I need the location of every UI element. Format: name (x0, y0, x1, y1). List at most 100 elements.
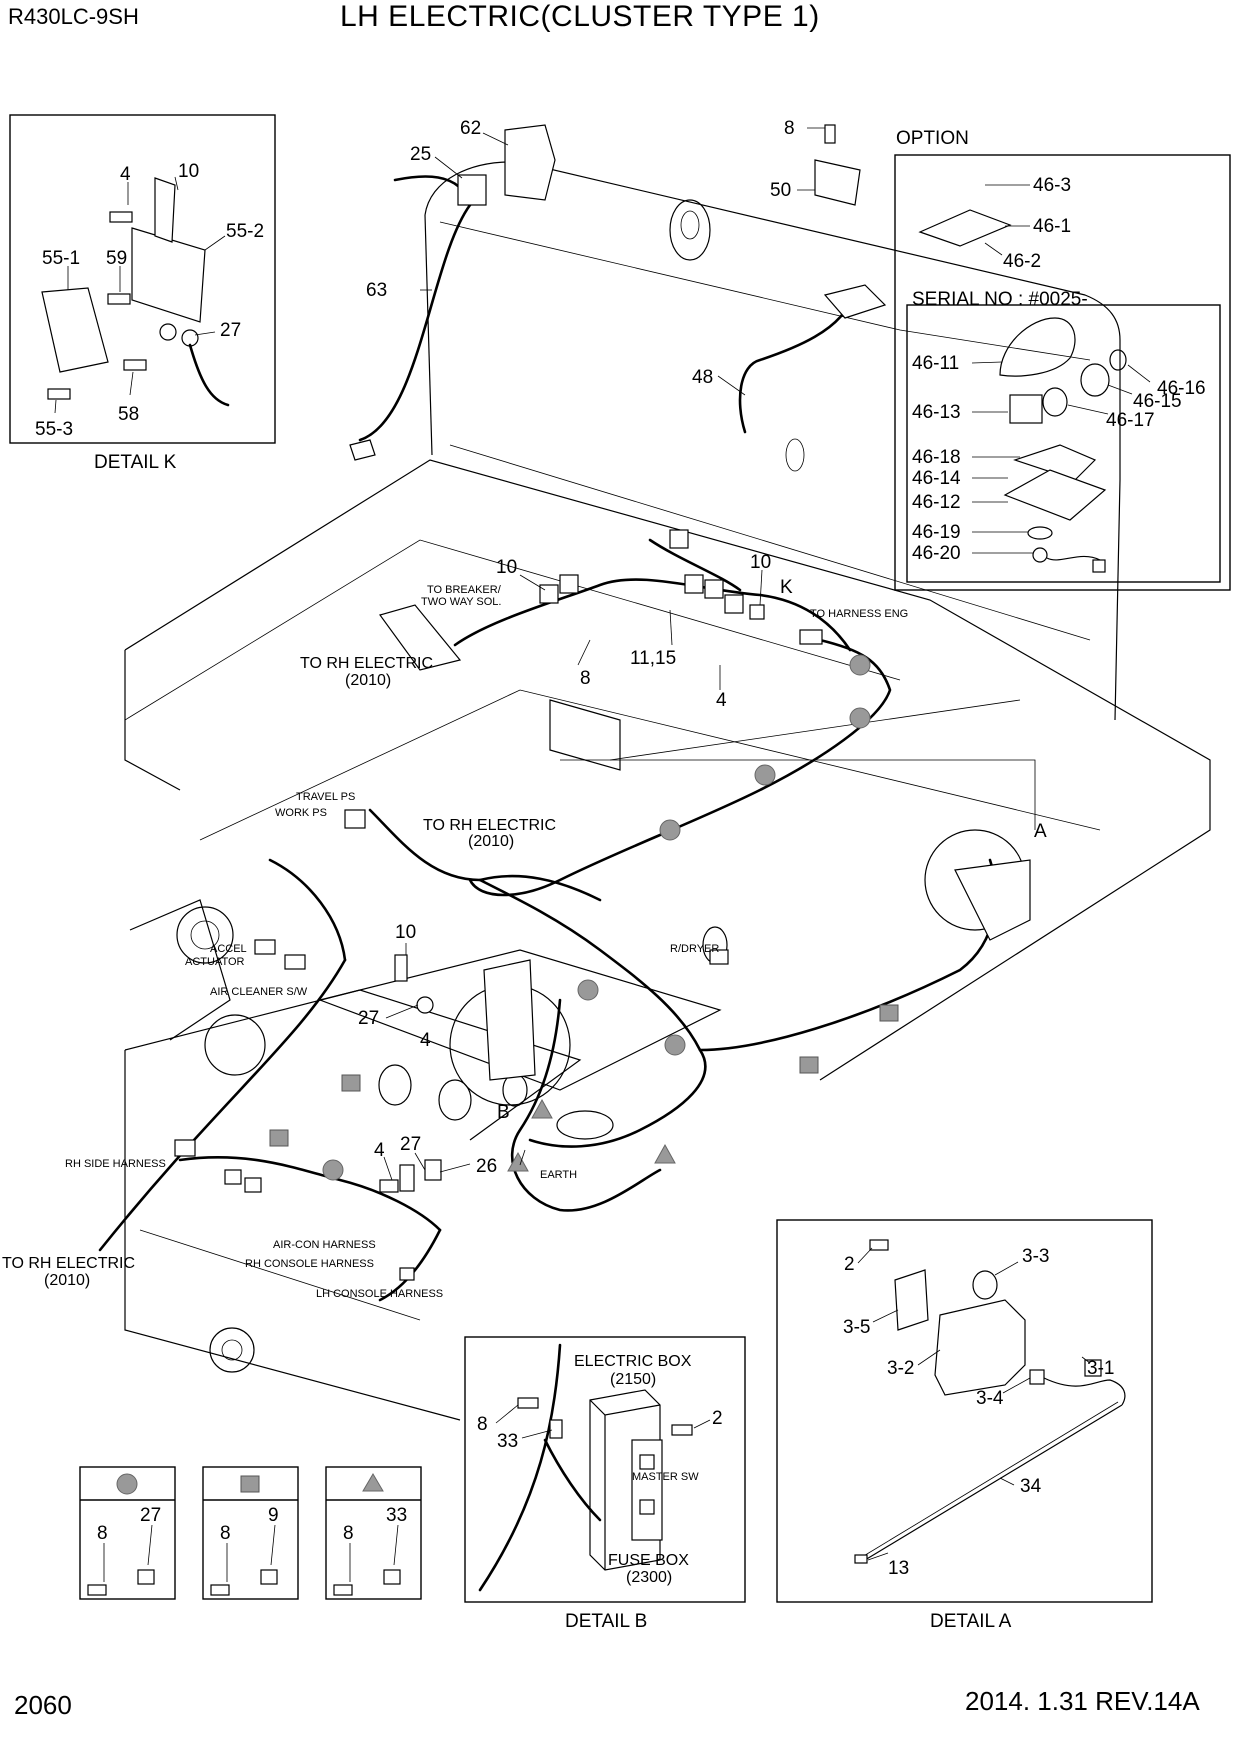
bolt (517, 1397, 539, 1409)
annotation: TO BREAKER/ (427, 584, 502, 596)
clamp (260, 1569, 278, 1585)
main-callouts: 62 25 8 50 63 48 10 10 K 8 11,15 4 A 10 … (358, 118, 1047, 1177)
callout-label: 4 (374, 1140, 385, 1161)
clamp (399, 1164, 415, 1192)
clamp-marker-circle (664, 1034, 686, 1056)
detail-b-harness (478, 1343, 562, 1592)
callout-label: 34 (1020, 1476, 1042, 1497)
callout-label: 27 (400, 1134, 421, 1155)
annotation: ACTUATOR (185, 956, 245, 968)
connector (704, 579, 724, 599)
callout-label: 8 (477, 1414, 488, 1435)
connector (669, 529, 689, 549)
r-dryer-connector (709, 949, 729, 965)
bolt (671, 1424, 693, 1436)
detail-b-frame (464, 1336, 746, 1603)
connector (224, 1169, 242, 1185)
electric-box-location (483, 959, 536, 1081)
clamp-marker-triangle (531, 1098, 553, 1119)
callout-label: 46-17 (1106, 410, 1155, 431)
bolt (210, 1584, 230, 1596)
callout-label: 3-4 (976, 1388, 1004, 1409)
clamp-marker-triangle (507, 1151, 529, 1172)
annotation: R/DRYER (670, 943, 719, 955)
callout-label: 59 (106, 248, 127, 269)
annotation: AIR CLEANER S/W (210, 986, 308, 998)
callout-label: 8 (343, 1523, 354, 1544)
frame-hole (176, 906, 234, 964)
lh-harness-routing (98, 175, 1031, 1302)
beacon-lamp-cover (999, 317, 1076, 377)
detail-a-panel: 2 3-3 3-5 3-2 3-1 3-4 34 13 DETAIL A (776, 1219, 1153, 1632)
master-switch-label: MASTER SW (632, 1471, 699, 1483)
callout-label: 3-5 (843, 1317, 870, 1338)
detail-b-caption: DETAIL B (565, 1611, 647, 1632)
clamp (424, 1159, 442, 1181)
washer-hose (864, 1404, 1123, 1561)
callout-label: 10 (496, 557, 517, 578)
connector (539, 584, 559, 604)
bolt (824, 124, 836, 144)
callout-label: 3-2 (887, 1358, 914, 1379)
beacon-nut (1032, 547, 1048, 563)
clamp-marker-circle (659, 819, 681, 841)
callout-label: 46-15 (1133, 391, 1182, 412)
washer-tank-cap (972, 1270, 998, 1300)
callout-label: 33 (386, 1505, 407, 1526)
callout-label: 46-20 (912, 543, 961, 564)
callout-label: 46-3 (1033, 175, 1071, 196)
callout-label: 8 (97, 1523, 108, 1544)
option-lamp-cable (738, 293, 854, 434)
pressure-switch-connector (344, 809, 366, 829)
callout-label: 3-1 (1087, 1358, 1114, 1379)
beacon-cable (358, 203, 472, 442)
clamp-marker-circle (849, 654, 871, 676)
callout-label: B (497, 1102, 510, 1123)
callout-label: 11,15 (630, 648, 676, 669)
frame-hole (209, 1327, 255, 1373)
beacon-lamp (504, 124, 556, 201)
callout-label: 25 (410, 144, 431, 165)
legend-square-box: 8 9 (202, 1466, 299, 1600)
accel-actuator-connector (254, 939, 276, 955)
clamp-marker-triangle (654, 1143, 676, 1164)
accel-harness (268, 858, 347, 962)
bolt (333, 1584, 353, 1596)
detail-k-bolt (109, 211, 133, 223)
bolt (869, 1239, 889, 1251)
detail-k-clamp (181, 329, 199, 347)
callout-label: K (780, 577, 793, 598)
detail-k-caption: DETAIL K (94, 452, 177, 473)
revision-date: 2014. 1.31 REV.14A (965, 1686, 1200, 1716)
legend-symbol-square (240, 1475, 260, 1493)
clamp-marker-circle (849, 707, 871, 729)
callout-label: 46-1 (1033, 216, 1071, 237)
callout-label: 3-3 (1022, 1246, 1049, 1267)
annotation: (2010) (345, 672, 391, 689)
rh-electric-harness (98, 958, 347, 1252)
callout-label: 58 (118, 404, 139, 425)
connector (799, 629, 823, 645)
option-bracket (814, 159, 861, 206)
harness-markers (269, 654, 899, 1181)
clip (749, 604, 765, 620)
lifting-eye (669, 199, 711, 261)
detail-k-frame (9, 114, 276, 444)
callout-label: 27 (220, 320, 241, 341)
callout-label: 46-11 (912, 353, 959, 374)
annotation: EARTH (540, 1169, 577, 1181)
support-block (549, 699, 621, 771)
callout-label: 8 (580, 668, 591, 689)
callout-label: 27 (358, 1008, 379, 1029)
bolt (379, 1179, 399, 1193)
callout-label: 26 (476, 1156, 497, 1177)
detail-a-frame (776, 1219, 1153, 1603)
annotation: (2010) (468, 833, 514, 850)
beacon-socket (1009, 394, 1043, 424)
callout-label: 46-13 (912, 402, 961, 423)
detail-k-bracket-box (131, 227, 206, 323)
clamp-marker-square (269, 1129, 289, 1147)
annotation: TRAVEL PS (296, 791, 355, 803)
connector (724, 594, 744, 614)
